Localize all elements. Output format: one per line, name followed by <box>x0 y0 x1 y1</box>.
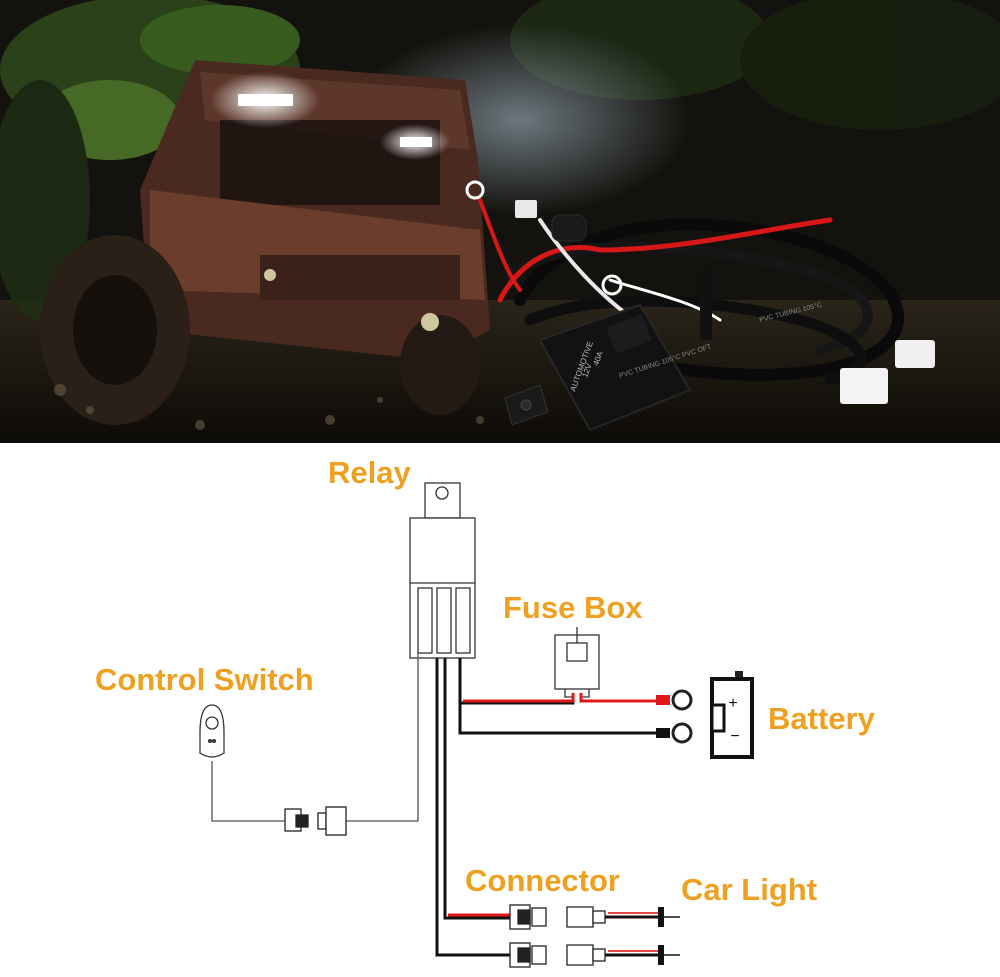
switch-inline-connector <box>284 806 347 836</box>
wiring-harness <box>465 180 935 404</box>
connector-2 <box>509 942 606 968</box>
fuse-box-symbol <box>554 627 600 698</box>
label-battery: Battery <box>768 701 875 736</box>
battery-symbol: + − <box>710 671 754 759</box>
black-ground-wire <box>458 658 693 744</box>
control-switch-symbol <box>199 704 225 758</box>
battery-positive-sign: + <box>728 695 737 712</box>
photo-relay: AUTOMOTIVE 12V 40A <box>504 303 692 432</box>
connector-1 <box>509 904 606 930</box>
off-road-vehicle <box>40 60 490 425</box>
label-connector: Connector <box>465 863 620 898</box>
label-fuse-box: Fuse Box <box>503 590 643 625</box>
label-relay: Relay <box>328 455 411 490</box>
car-light-wire-2 <box>605 945 680 965</box>
wiring-diagram: + − <box>0 443 1000 977</box>
product-photo: AUTOMOTIVE 12V 40A PVC TUBING 105°C PVC … <box>0 0 1000 443</box>
label-car-light: Car Light <box>681 872 818 907</box>
mud-splash <box>54 384 484 430</box>
photo-scene: AUTOMOTIVE 12V 40A PVC TUBING 105°C PVC … <box>0 0 1000 443</box>
control-switch-wire <box>211 653 419 822</box>
battery-positive-ring-terminal <box>656 689 693 711</box>
battery-negative-sign: − <box>730 728 739 745</box>
label-control-switch: Control Switch <box>95 662 314 697</box>
wiring-diagram-svg: + − <box>199 482 754 968</box>
relay-symbol <box>409 482 476 659</box>
car-light-feed-wires <box>435 658 510 957</box>
car-light-wire-1 <box>605 907 680 927</box>
